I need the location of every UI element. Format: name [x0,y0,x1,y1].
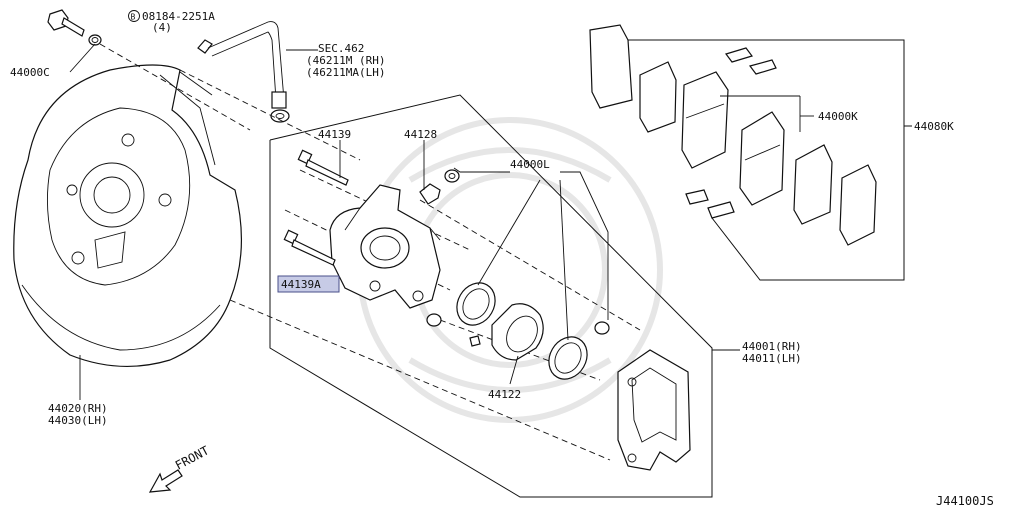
pad-inner [681,71,729,169]
brake-hose [197,21,290,123]
bolt-44000c [47,9,102,46]
label-44080k: 44080K [914,120,954,133]
sec-ref-label: SEC.462 [318,42,364,55]
bushing-nuts [426,313,610,335]
front-label: FRONT [173,443,211,472]
backing-plate [13,64,243,368]
label-44122: 44122 [488,388,521,401]
labels: B 08184-2251A (4) 44000C SEC.462 (46211M… [10,10,994,508]
label-44139a: 44139A [281,278,321,291]
diagram-id-label: J44100JS [936,494,994,508]
label-44000k: 44000K [818,110,858,123]
label-44030: 44030(LH) [48,414,108,427]
shim-inner-1 [589,24,633,109]
pad-kit-44080k-frame [612,39,912,281]
label-44128: 44128 [404,128,437,141]
guide-pin-44139a [283,229,336,266]
piston-44122 [469,303,544,361]
guide-pin-44139 [297,149,349,186]
bolt-qty-label: (4) [152,21,172,34]
leader-lines [69,43,814,400]
front-direction-arrow [148,469,183,493]
pad-clips [685,47,777,219]
torque-member-44001 [617,349,691,471]
label-44020: 44020(RH) [48,402,108,415]
label-44011: 44011(LH) [742,352,802,365]
label-44000l: 44000L [510,158,550,171]
highlight-44139a [277,275,340,293]
caliper-frame-box [269,94,713,498]
sec-rh-label: (46211M (RH) [306,54,385,67]
bolt-symbol: B [131,13,136,22]
label-44139: 44139 [318,128,351,141]
label-44001: 44001(RH) [742,340,802,353]
pad-outer [739,111,785,206]
bolt-code-label: 08184-2251A [142,10,215,23]
piston-seal-44000l [456,282,496,326]
caliper-body [329,184,441,309]
shim-outer-2 [839,164,877,246]
sec-lh-label: (46211MA(LH) [306,66,385,79]
shim-outer-1 [793,144,833,225]
piston-boot [548,336,588,380]
shim-inner-2 [639,61,677,133]
label-44000c: 44000C [10,66,50,79]
bleeder-screw-44128 [419,169,460,205]
